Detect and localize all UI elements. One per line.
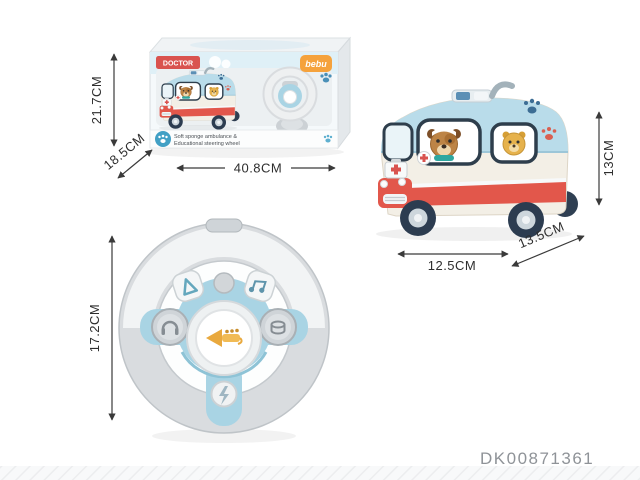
strip-right-paw-icon xyxy=(323,134,333,143)
box-shadow xyxy=(144,146,344,158)
ambulance-toy xyxy=(376,84,578,241)
watermark-strip xyxy=(0,466,640,480)
dim-line-box-depth xyxy=(117,149,153,179)
dim-label-ambulance-height: 13CM xyxy=(601,140,616,177)
drum-icon xyxy=(270,320,286,335)
cloud-icon xyxy=(221,59,231,69)
dim-label-wheel-height: 17.2CM xyxy=(87,304,102,353)
dim-label-box-width: 40.8CM xyxy=(234,161,283,176)
doctor-badge: DOCTOR xyxy=(156,56,200,69)
horn-button xyxy=(186,300,262,376)
dimension-lines xyxy=(108,53,603,421)
wheel-rim-highlight xyxy=(123,227,325,329)
box-side-face xyxy=(337,36,351,150)
mini-wheel-horn xyxy=(283,90,297,104)
play-button xyxy=(171,269,205,303)
box-tagline-line2: Educational steering wheel xyxy=(174,141,240,147)
trumpet-icon xyxy=(206,328,243,347)
paw-badge-icon xyxy=(320,72,332,83)
dome-button xyxy=(213,272,235,294)
brand-logo-label: bebu xyxy=(305,59,327,69)
brand-logo: bebu xyxy=(300,55,332,72)
headphones-icon xyxy=(161,320,179,335)
dim-label-box-depth: 18.5CM xyxy=(101,130,148,172)
steering-wheel-toy xyxy=(118,218,330,443)
cloud-icon xyxy=(209,56,221,68)
bottom-button xyxy=(210,380,238,408)
left-button xyxy=(151,308,189,346)
dim-line-ambulance-depth xyxy=(511,235,585,267)
lightning-icon xyxy=(219,386,229,405)
product-code: DK00871361 xyxy=(480,449,594,468)
box-bottom-strip xyxy=(149,129,339,149)
doctor-badge-label: DOCTOR xyxy=(163,61,193,68)
hub-shading xyxy=(180,351,268,379)
box-top-print xyxy=(190,40,310,50)
music-notes-icon xyxy=(248,280,267,293)
notes-button xyxy=(243,269,277,303)
strip-paw-badge-icon xyxy=(155,131,171,147)
product-box: DOCTOR bebu Soft sponge ambulance & Educ… xyxy=(144,36,352,158)
mini-wheel-rim-highlight xyxy=(264,68,316,120)
box-tagline-line1: Soft sponge ambulance & xyxy=(174,134,237,140)
right-button xyxy=(259,308,297,346)
dim-label-ambulance-width: 12.5CM xyxy=(428,258,477,273)
play-icon xyxy=(183,278,199,296)
top-rim-button xyxy=(205,218,243,233)
dim-label-box-height: 21.7CM xyxy=(89,76,104,125)
wheel-shadow xyxy=(152,429,296,443)
